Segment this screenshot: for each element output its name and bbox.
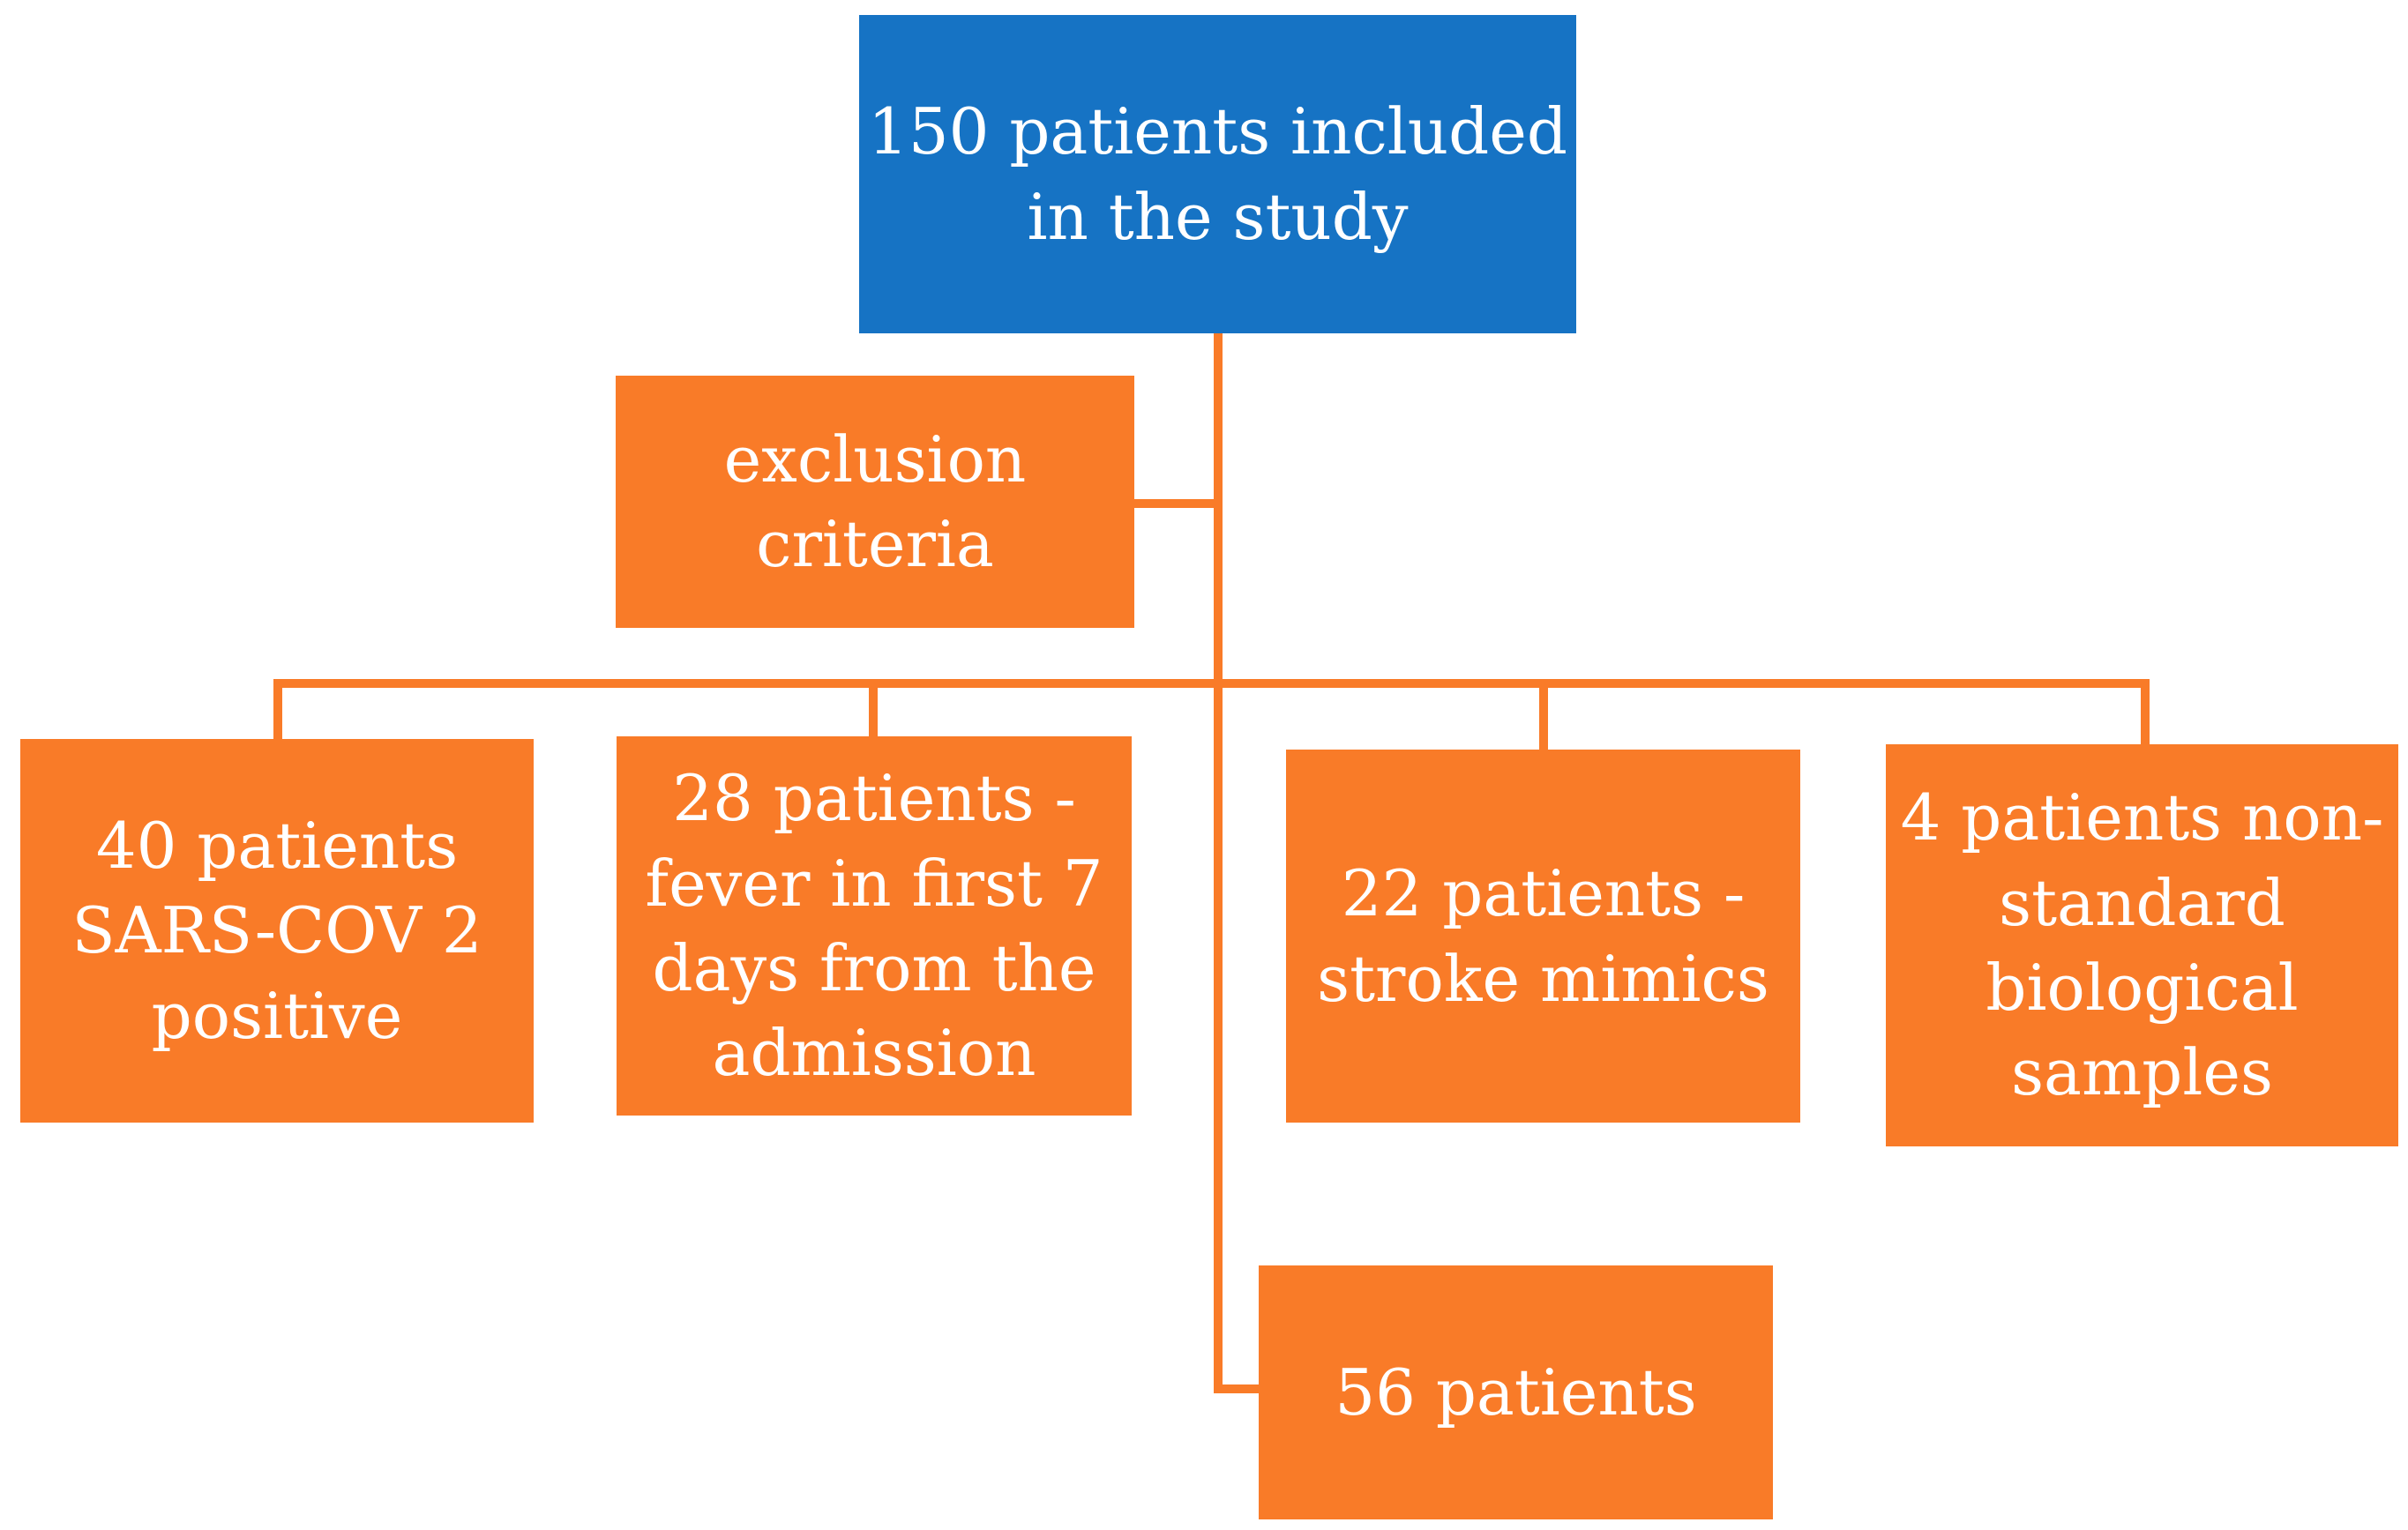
node-final-56-patients: 56 patients xyxy=(1259,1265,1773,1519)
node-text-line: biological xyxy=(1985,951,2299,1025)
node-nonstandard-samples: 4 patients non- standard biological samp… xyxy=(1886,744,2398,1146)
node-text-line: admission xyxy=(712,1016,1036,1091)
node-text-line: SARS-COV 2 xyxy=(71,893,482,968)
node-sars-positive: 40 patients SARS-COV 2 positive xyxy=(20,739,534,1123)
node-fever-7days: 28 patients - fever in first 7 days from… xyxy=(617,736,1132,1116)
node-included-patients: 150 patients included in the study xyxy=(859,15,1576,333)
connector-final-elbow xyxy=(1214,1384,1259,1393)
node-text-line: 28 patients - xyxy=(672,761,1076,836)
node-text-line: in the study xyxy=(1027,179,1409,254)
connector-drop-fever xyxy=(869,688,878,736)
connector-main-vertical xyxy=(1214,333,1223,1393)
connector-drop-mimics xyxy=(1539,688,1548,750)
node-text-line: criteria xyxy=(756,507,994,581)
connector-exclusion-horizontal xyxy=(1134,499,1218,508)
node-text-line: days from the xyxy=(652,931,1096,1005)
connector-drop-samples xyxy=(2141,688,2150,744)
node-text-line: positive xyxy=(151,978,403,1053)
node-text-line: 4 patients non- xyxy=(1900,780,2384,855)
node-text-line: 22 patients - xyxy=(1341,856,1746,931)
node-stroke-mimics: 22 patients - stroke mimics xyxy=(1286,750,1800,1123)
connector-drop-sars xyxy=(273,688,282,739)
node-exclusion-criteria: exclusion criteria xyxy=(616,376,1134,628)
node-text-line: samples xyxy=(2011,1035,2273,1110)
node-text-line: 40 patients xyxy=(95,808,459,883)
connector-distribution-horizontal xyxy=(273,679,2150,688)
node-text-line: stroke mimics xyxy=(1317,941,1769,1016)
node-text-line: fever in first 7 xyxy=(645,846,1103,921)
node-text-line: standard xyxy=(1999,865,2285,940)
node-text-line: 150 patients included xyxy=(868,94,1567,169)
node-text-line: exclusion xyxy=(723,422,1027,496)
node-text-line: 56 patients xyxy=(1335,1355,1697,1429)
